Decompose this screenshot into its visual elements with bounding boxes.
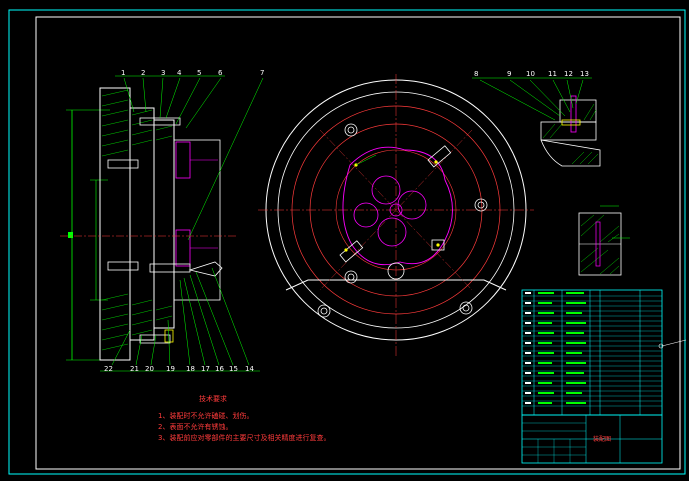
part-label-21: 21 [130, 365, 139, 373]
tech-requirements: 技术要求 1、装配时不允许磕碰、划伤。 2、表面不允许有锈蚀。 3、装配前应对零… [158, 394, 330, 442]
part-label-17: 17 [201, 365, 210, 373]
part-label-2: 2 [141, 69, 145, 77]
part-label-22: 22 [104, 365, 113, 373]
inner-frame [35, 16, 681, 470]
part-label-4: 4 [177, 69, 182, 77]
outer-frame [8, 9, 686, 475]
part-label-13: 13 [580, 70, 589, 78]
tech-requirement-3: 3、装配前应对零部件的主要尺寸及相关精度进行复查。 [158, 433, 330, 442]
part-label-20: 20 [145, 365, 154, 373]
detail-view-right-middle [578, 205, 630, 276]
part-label-14: 14 [245, 365, 254, 373]
tech-requirements-title: 技术要求 [199, 394, 227, 403]
part-label-12: 12 [564, 70, 573, 78]
parts-list-table: 装配图 [521, 289, 687, 464]
part-label-18: 18 [186, 365, 195, 373]
part-label-3: 3 [161, 69, 165, 77]
part-label-16: 16 [215, 365, 224, 373]
part-label-8: 8 [474, 70, 478, 78]
detail-view-top-right: 8 9 10 11 12 13 [472, 70, 601, 167]
part-label-11: 11 [548, 70, 557, 78]
part-label-10: 10 [526, 70, 535, 78]
tech-requirement-1: 1、装配时不允许磕碰、划伤。 [158, 411, 253, 420]
plan-view-center [258, 74, 534, 356]
section-view-left: 1 2 3 4 5 6 7 22 21 20 19 18 17 16 15 14 [60, 69, 264, 373]
part-label-9: 9 [507, 70, 511, 78]
drawing-name: 装配图 [593, 435, 611, 443]
tech-requirement-2: 2、表面不允许有锈蚀。 [158, 422, 232, 431]
part-label-6: 6 [218, 69, 223, 77]
part-label-7: 7 [260, 69, 264, 77]
part-label-19: 19 [166, 365, 175, 373]
part-label-15: 15 [229, 365, 238, 373]
part-label-5: 5 [197, 69, 201, 77]
part-label-1: 1 [121, 69, 125, 77]
